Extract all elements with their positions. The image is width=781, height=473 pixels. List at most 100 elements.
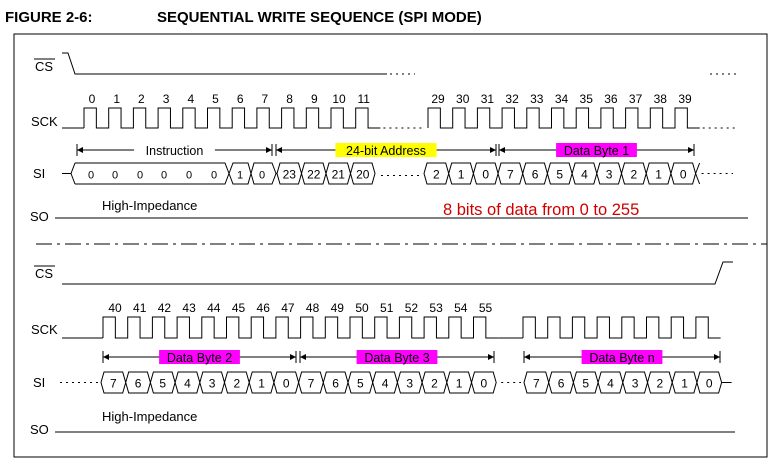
sck-waveform (427, 107, 700, 129)
si-instruction-waveform (75, 162, 277, 185)
data-span-arrow-left (499, 147, 505, 153)
clock-number: 53 (429, 301, 443, 315)
instruction-bit: 0 (88, 170, 94, 182)
data-bit: 2 (431, 377, 438, 391)
so-high-impedance-label: High-Impedance (102, 198, 197, 213)
data-span-arrow-right (688, 147, 694, 153)
instruction-bit: 0 (186, 170, 192, 182)
clock-number: 33 (530, 92, 544, 106)
data-byte-2-label: Data Byte 2 (167, 351, 232, 365)
data-bit-cell (298, 371, 497, 394)
data-bit: 7 (507, 168, 514, 182)
data-bit: 3 (606, 168, 613, 182)
data-bit: 0 (283, 377, 290, 391)
data-bit: 5 (556, 168, 563, 182)
data-bit: 0 (706, 377, 713, 391)
address-bit: 20 (356, 168, 370, 182)
address-bit: 22 (307, 168, 321, 182)
cs-signal-label: CS (35, 59, 53, 74)
so-signal-label: SO (30, 422, 49, 437)
instruction-bit: 0 (112, 170, 118, 182)
data-bit: 6 (532, 168, 539, 182)
data-bit: 3 (209, 377, 216, 391)
address-label-background (335, 143, 437, 157)
clock-number: 6 (237, 92, 244, 106)
data-byte-n-label-background (581, 350, 663, 364)
clock-number: 46 (257, 301, 271, 315)
clock-number: 34 (555, 92, 569, 106)
data-span-arrow-left (300, 354, 306, 360)
clock-number: 49 (331, 301, 345, 315)
si-end-edge (695, 162, 701, 185)
instruction-bit: 1 (237, 170, 243, 182)
instruction-label-background (134, 143, 215, 157)
clock-number: 38 (654, 92, 668, 106)
clock-number: 37 (629, 92, 643, 106)
data-bit: 4 (184, 377, 191, 391)
si-signal-label: SI (33, 375, 45, 390)
data-bit: 4 (607, 377, 614, 391)
data-bit: 5 (357, 377, 364, 391)
figure-number: FIGURE 2-6: (5, 9, 93, 26)
clock-number: 36 (604, 92, 618, 106)
so-signal-label: SO (30, 209, 49, 224)
data-byte-3-label-background (356, 350, 438, 364)
data-bit-cell (497, 162, 697, 185)
clock-number: 7 (262, 92, 269, 106)
clock-number: 39 (678, 92, 692, 106)
sck-signal-label: SCK (31, 114, 58, 129)
data-span-arrow-right (488, 354, 494, 360)
figure-frame (13, 33, 768, 458)
clock-number: 54 (454, 301, 468, 315)
clock-number: 47 (281, 301, 295, 315)
annotation: 8 bits of data from 0 to 255 (443, 201, 639, 219)
so-high-impedance-label: High-Impedance (102, 409, 197, 424)
data-span-arrow-right (714, 354, 720, 360)
figure-header: FIGURE 2-6: SEQUENTIAL WRITE SEQUENCE (S… (5, 9, 781, 31)
clock-number: 10 (332, 92, 346, 106)
address-bit-cell (276, 162, 376, 185)
data-byte-3-label: Data Byte 3 (364, 351, 429, 365)
data-byte-1-label-background (556, 143, 637, 157)
instruction-label: Instruction (146, 144, 204, 158)
data-bit: 7 (308, 377, 315, 391)
clock-number: 50 (355, 301, 369, 315)
clock-number: 30 (456, 92, 470, 106)
data-bit: 4 (581, 168, 588, 182)
cs-waveform (62, 52, 387, 75)
cs-waveform (62, 261, 733, 285)
clock-number: 32 (505, 92, 519, 106)
clock-number: 55 (479, 301, 493, 315)
clock-number: 31 (481, 92, 495, 106)
clock-number: 43 (182, 301, 196, 315)
clock-number: 2 (138, 92, 145, 106)
data-bit: 5 (159, 377, 166, 391)
sck-waveform (83, 107, 381, 129)
clock-number: 44 (207, 301, 221, 315)
instruction-bit: 0 (259, 170, 265, 182)
instruction-span-arrow-right (266, 147, 272, 153)
data-bit: 7 (110, 377, 117, 391)
data-bit: 3 (406, 377, 413, 391)
instruction-bit: 0 (161, 170, 167, 182)
clock-number: 35 (580, 92, 594, 106)
clock-number: 9 (311, 92, 318, 106)
data-bit: 3 (632, 377, 639, 391)
data-bit: 4 (382, 377, 389, 391)
data-byte-n-label: Data Byte n (589, 351, 654, 365)
clock-number: 4 (187, 92, 194, 106)
data-bit: 7 (533, 377, 540, 391)
clock-number: 42 (158, 301, 172, 315)
data-byte-1-label: Data Byte 1 (564, 144, 629, 158)
address-label: 24-bit Address (346, 144, 426, 158)
address-span-arrow-right (490, 147, 496, 153)
clock-number: 8 (286, 92, 293, 106)
data-span-arrow-left (524, 354, 530, 360)
data-bit: 6 (332, 377, 339, 391)
data-bit: 2 (234, 377, 241, 391)
sck-signal-label: SCK (31, 322, 58, 337)
data-span-arrow-right (290, 354, 296, 360)
instruction-bit: 0 (137, 170, 143, 182)
clock-number: 48 (306, 301, 320, 315)
